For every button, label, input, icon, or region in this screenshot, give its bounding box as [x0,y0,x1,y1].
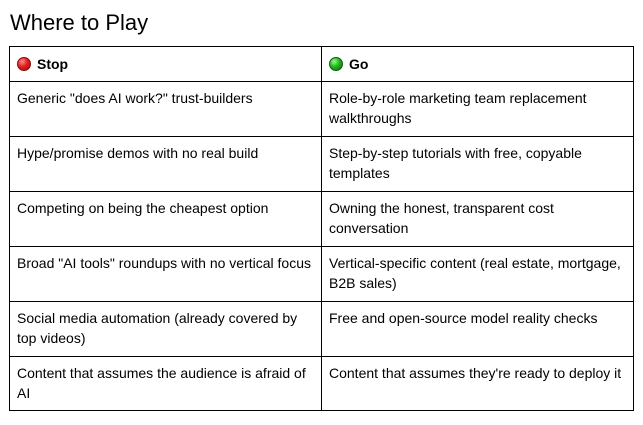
table-row: Hype/promise demos with no real build St… [9,136,634,192]
go-cell: Vertical-specific content (real estate, … [321,246,634,302]
table-row: Broad "AI tools" roundups with no vertic… [9,246,634,302]
stop-go-table: Stop Go Generic "does AI work?" trust-bu… [9,46,634,411]
table-row: Content that assumes the audience is afr… [9,356,634,411]
stop-cell: Generic "does AI work?" trust-builders [9,81,322,137]
table-header-row: Stop Go [9,46,634,82]
stop-header-label: Stop [37,56,69,72]
table-row: Competing on being the cheapest option O… [9,191,634,247]
go-cell: Free and open-source model reality check… [321,301,634,357]
page-title: Where to Play [10,10,149,35]
stop-cell: Content that assumes the audience is afr… [9,356,322,411]
stop-cell: Social media automation (already covered… [9,301,322,357]
table-row: Generic "does AI work?" trust-builders R… [9,81,634,137]
green-circle-icon [329,57,343,71]
stop-cell: Hype/promise demos with no real build [9,136,322,192]
go-header-label: Go [349,56,369,72]
stop-cell: Broad "AI tools" roundups with no vertic… [9,246,322,302]
go-column-header: Go [321,46,634,82]
stop-column-header: Stop [9,46,322,82]
table-row: Social media automation (already covered… [9,301,634,357]
stop-cell: Competing on being the cheapest option [9,191,322,247]
go-cell: Step-by-step tutorials with free, copyab… [321,136,634,192]
go-cell: Content that assumes they're ready to de… [321,356,634,411]
red-circle-icon [17,57,31,71]
go-cell: Owning the honest, transparent cost conv… [321,191,634,247]
go-cell: Role-by-role marketing team replacement … [321,81,634,137]
